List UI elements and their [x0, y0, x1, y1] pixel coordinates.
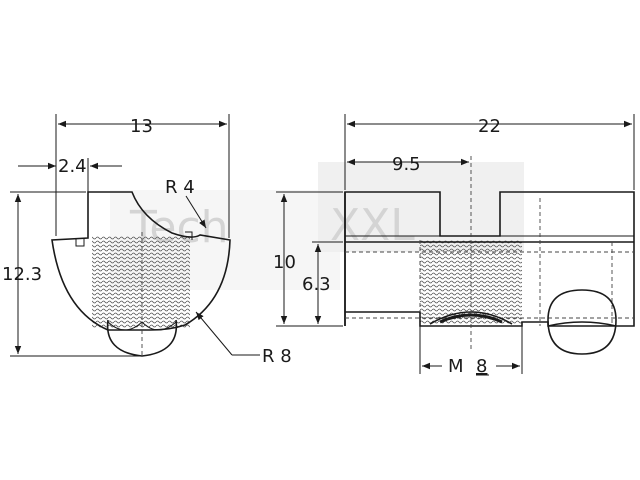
dimension-m8-prefix: M — [448, 356, 464, 377]
notch-right — [185, 231, 193, 240]
bottom-circle — [106, 319, 178, 357]
dimension-12-3: 12.3 — [2, 264, 42, 285]
dimension-r8: R 8 — [262, 346, 292, 367]
dimension-10: 10 — [273, 252, 296, 273]
dimension-22: 22 — [478, 116, 501, 137]
dimension-2-4: 2.4 — [58, 156, 87, 177]
dimension-9-5: 9.5 — [392, 154, 421, 175]
dimension-6-3: 6.3 — [302, 274, 331, 295]
dimension-13: 13 — [130, 116, 153, 137]
watermark: Tech XXL — [110, 162, 524, 290]
end-view — [51, 191, 231, 357]
bottom-scallop — [107, 321, 177, 331]
side-view — [344, 156, 635, 372]
dimension-r4: R 4 — [165, 177, 195, 198]
end-view-dimensions: 13 2.4 R 4 12.3 R 8 — [2, 114, 292, 367]
thread-hatch-left — [92, 236, 190, 328]
watermark-text-right: XXL — [330, 200, 415, 251]
dimension-m8-value: 8 — [476, 356, 487, 377]
end-view-outline — [51, 191, 231, 331]
notch-left — [75, 238, 85, 247]
side-view-dimensions: 22 9.5 10 6.3 M 8 — [273, 114, 635, 377]
side-bolt-head — [547, 289, 617, 355]
